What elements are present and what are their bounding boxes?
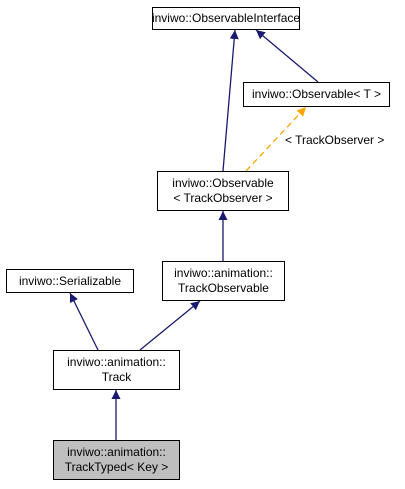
template-edge-label: < TrackObserver > — [285, 133, 385, 147]
node-observable-track-observer-label-1: inviwo::Observable — [172, 176, 274, 190]
node-track-label-2: Track — [101, 370, 132, 384]
node-observable-t-label: inviwo::Observable< T > — [252, 87, 381, 101]
node-serializable[interactable]: inviwo::Serializable — [6, 269, 134, 293]
edge-observable-track-observer-to-interface — [222, 29, 239, 172]
node-track-typed-label-2: TrackTyped< Key > — [64, 460, 169, 474]
node-observable-interface[interactable]: inviwo::ObservableInterface — [152, 7, 300, 30]
node-serializable-label: inviwo::Serializable — [18, 273, 122, 288]
edge-track-to-serializable — [69, 292, 99, 351]
edge-track-to-track-observable — [139, 300, 201, 351]
node-observable-interface-label: inviwo::ObservableInterface — [151, 11, 301, 25]
node-track-typed[interactable]: inviwo::animation:: TrackTyped< Key > — [53, 440, 180, 480]
node-observable-track-observer[interactable]: inviwo::Observable < TrackObserver > — [157, 171, 289, 211]
node-track-observable-label-2: TrackObservable — [178, 281, 269, 295]
node-observable-track-observer-label-2: < TrackObserver > — [173, 191, 273, 205]
node-track-typed-label-1: inviwo::animation:: — [67, 445, 166, 459]
node-track-observable-label-1: inviwo::animation:: — [174, 266, 273, 280]
node-observable-t[interactable]: inviwo::Observable< T > — [243, 82, 390, 107]
node-track[interactable]: inviwo::animation:: Track — [53, 350, 180, 390]
node-track-label-1: inviwo::animation:: — [67, 355, 166, 369]
edge-observable-t-to-interface — [255, 29, 319, 83]
node-track-observable[interactable]: inviwo::animation:: TrackObservable — [162, 261, 285, 301]
edge-template-instantiation — [245, 106, 307, 172]
